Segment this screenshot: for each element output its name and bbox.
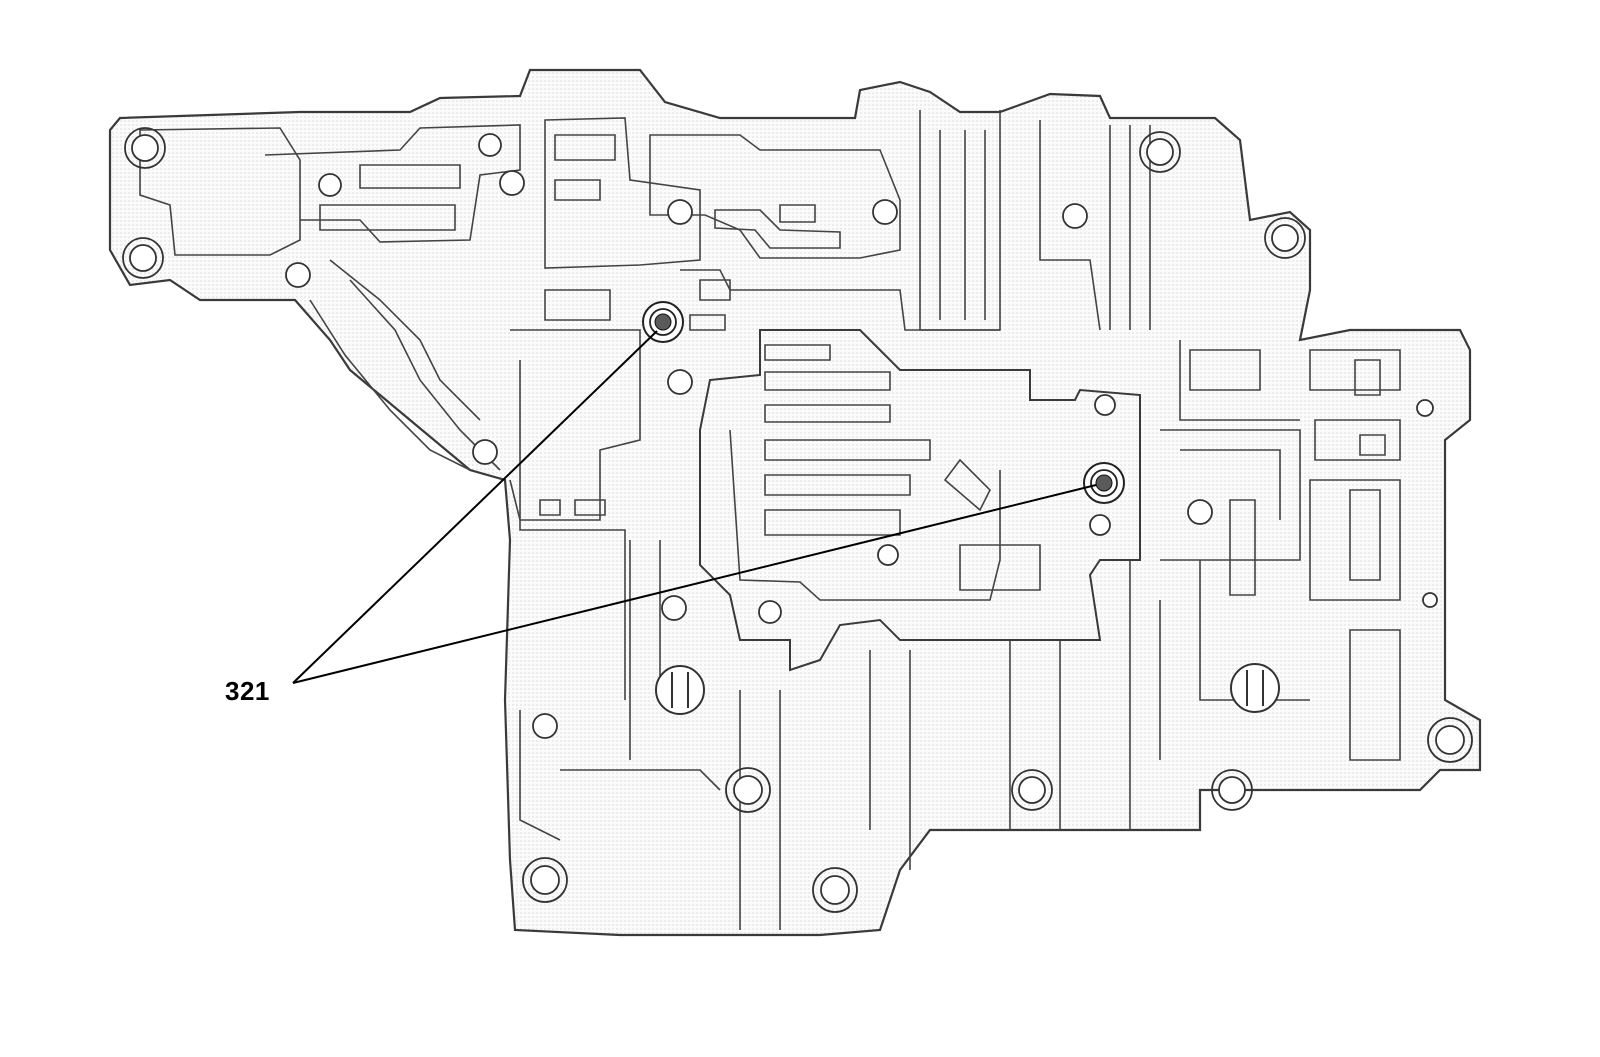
bolt-holes bbox=[122, 127, 1473, 913]
fluid-passages bbox=[139, 110, 1401, 930]
leader-line-1 bbox=[292, 330, 658, 684]
leader-line-2 bbox=[292, 484, 1097, 684]
check-ball-2 bbox=[1083, 462, 1125, 504]
center-plate-slots bbox=[729, 344, 1041, 601]
callout-leaders bbox=[292, 330, 1097, 684]
slotted-plugs bbox=[655, 663, 1280, 715]
center-plate bbox=[699, 329, 1141, 672]
callout-label-321: 321 bbox=[225, 676, 270, 706]
check-ball-1 bbox=[642, 301, 684, 343]
